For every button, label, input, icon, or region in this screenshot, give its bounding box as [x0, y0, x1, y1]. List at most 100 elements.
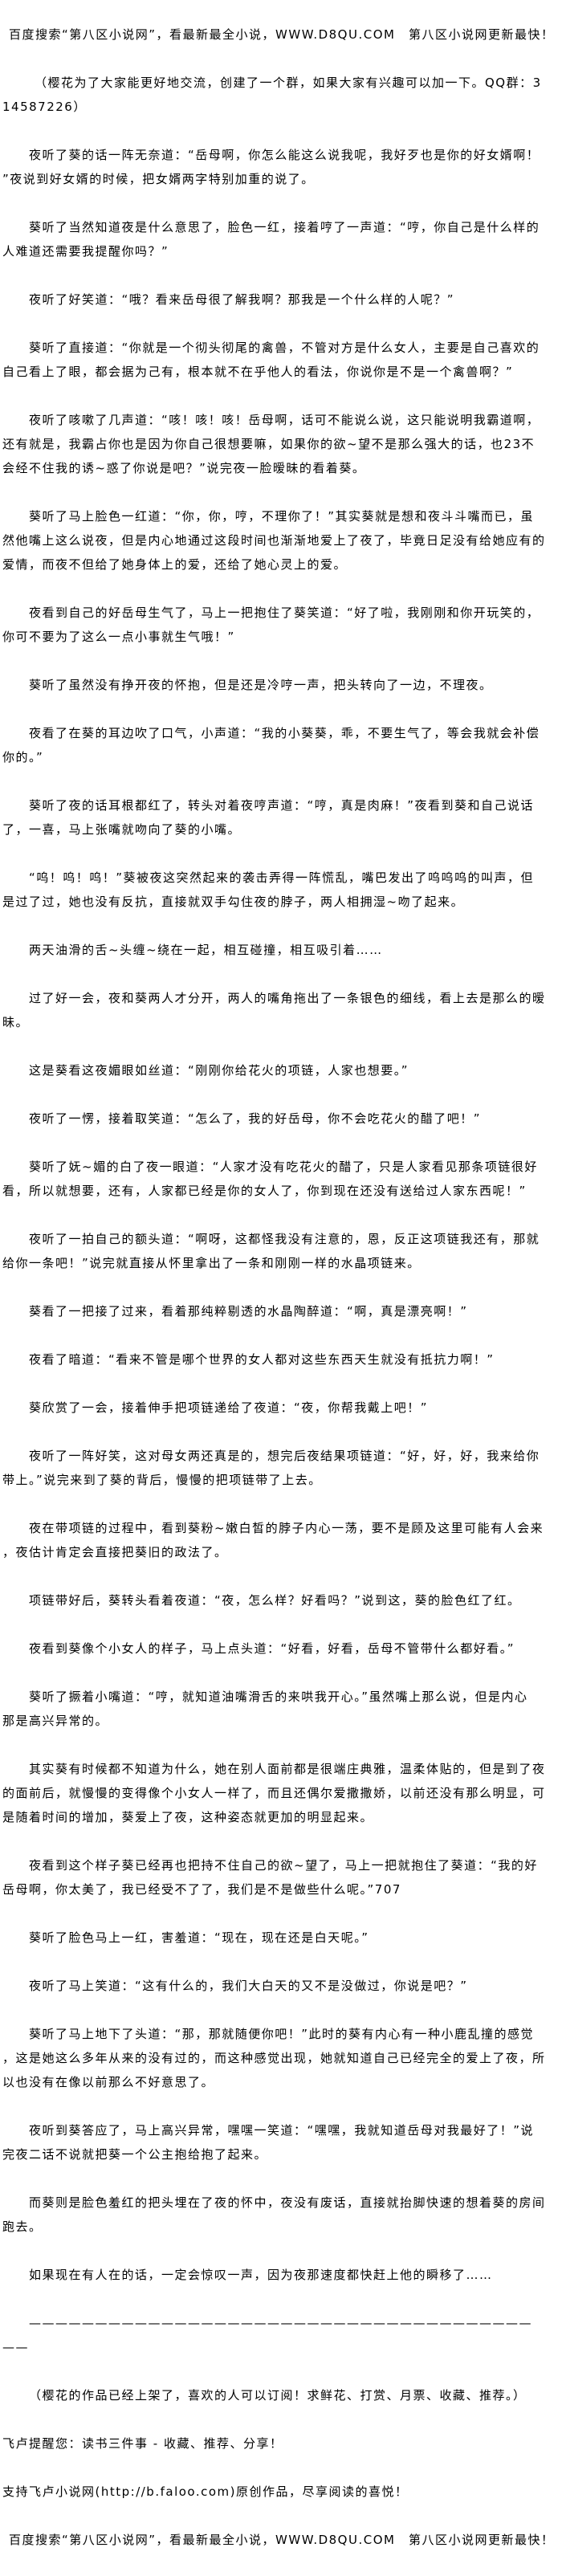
paragraph: 夜看到葵像个小女人的样子，马上点头道：“好看，好看，岳母不管带什么都好看。” [2, 1636, 562, 1661]
paragraph-line: 葵听了马上地下了头道：“那，那就随便你吧！”此时的葵有内心有一种小鹿乱撞的感觉 [29, 2027, 535, 2041]
paragraph: 夜看了在葵的耳边吹了口气，小声道：“我的小葵葵，乖，不要生气了，等会我就会补偿你… [2, 721, 562, 769]
paragraph-line: 是随着时间的增加，葵爱上了夜，这种姿态就更加的明显起来。 [2, 1810, 374, 1824]
paragraph: 两天油滑的舌~头缠~绕在一起，相互碰撞，相互吸引着…… [2, 938, 562, 962]
paragraph-line: 夜听了一拍自己的额头道：“啊呀，这都怪我没有注意的，恩，反正这项链我还有，那就 [29, 1232, 540, 1246]
paragraph-line: ，夜估计肯定会直接把葵旧的政法了。 [2, 1545, 228, 1559]
paragraph-line: 会经不住我的诱~惑了你说是吧？”说完夜一脸暧昧的看着葵。 [2, 461, 366, 475]
paragraph: 夜听了马上笑道：“这有什么的，我们大白天的又不是没做过，你说是吧？” [2, 1974, 562, 1998]
paragraph: 夜听了一拍自己的额头道：“啊呀，这都怪我没有注意的，恩，反正这项链我还有，那就给… [2, 1227, 562, 1275]
paragraph-line: 夜看到这个样子葵已经再也把持不住自己的欲~望了，马上一把就抱住了葵道：“我的好 [29, 1858, 538, 1873]
paragraph-line: 完夜二话不说就把葵一个公主抱给抱了起来。 [2, 2147, 268, 2162]
paragraph: 葵听了夜的话耳根都红了，转头对着夜哼声道：“哼，真是肉麻！”夜看到葵和自己说话了… [2, 793, 562, 842]
paragraph-line: 了，一喜，马上张嘴就吻向了葵的小嘴。 [2, 822, 242, 837]
paragraph-line: 而葵则是脸色羞红的把头埋在了夜的怀中，夜没有废话，直接就抬脚快速的想着葵的房间 [29, 2195, 546, 2210]
paragraph-line: 项链带好后，葵转头看着夜道：“夜，怎么样？好看吗？”说到这，葵的脸色红了红。 [29, 1593, 521, 1608]
paragraph-line: 葵欣赏了一会，接着伸手把项链递给了夜道：“夜，你帮我戴上吧！” [29, 1400, 429, 1415]
paragraph-line: 爱情，而夜不但给了她身体上的爱，还给了她心灵上的爱。 [2, 557, 348, 572]
paragraph-line: 其实葵有时候都不知道为什么，她在别人面前都是很端庄典雅，温柔体贴的，但是到了夜 [29, 1762, 546, 1776]
paragraph-line: 葵看了一把接了过来，看着那纯粹剔透的水晶陶醉道：“啊，真是漂亮啊！” [29, 1304, 468, 1319]
paragraph: 葵欣赏了一会，接着伸手把项链递给了夜道：“夜，你帮我戴上吧！” [2, 1396, 562, 1420]
paragraph: 其实葵有时候都不知道为什么，她在别人面前都是很端庄典雅，温柔体贴的，但是到了夜的… [2, 1757, 562, 1829]
paragraph: 葵听了马上脸色一红道：“你，你，哼，不理你了！”其实葵就是想和夜斗斗嘴而已，虽然… [2, 504, 562, 577]
paragraph-line: 夜听了马上笑道：“这有什么的，我们大白天的又不是没做过，你说是吧？” [29, 1979, 468, 1993]
paragraph-line: 以也没有在像以前那么不好意思了。 [2, 2075, 215, 2089]
paragraph-line: 葵听了撅着小嘴道：“哼，就知道油嘴滑舌的来哄我开心。”虽然嘴上那么说，但是内心 [29, 1689, 528, 1704]
paragraph-line: 是过了过，她也没有反抗，直接就双手勾住夜的脖子，两人相拥湿~吻了起来。 [2, 895, 465, 909]
paragraph: 夜看到自己的好岳母生气了，马上一把抱住了葵笑道：“好了啦，我刚刚和你开玩笑的， 你… [2, 601, 562, 649]
paragraph-line: 葵听了妩~媚的白了夜一眼道：“人家才没有吃花火的醋了，只是人家看见那条项链很好 [29, 1160, 538, 1174]
paragraph: ———————————————————————————————————————— [2, 2311, 562, 2359]
paragraph-line: 还有就是，我霸占你也是因为你自己很想要嘛，如果你的欲~望不是那么强大的话，也23… [2, 437, 536, 451]
paragraph-line: 跑去。 [2, 2219, 43, 2234]
notice-line: 14587226） [2, 100, 87, 114]
site-banner-bottom: 百度搜索“第八区小说网”，看最新最全小说，WWW.D8QU.COM 第八区小说网… [2, 2528, 562, 2552]
paragraph-line: 夜看到自己的好岳母生气了，马上一把抱住了葵笑道：“好了啦，我刚刚和你开玩笑的， [29, 605, 540, 620]
paragraph: 项链带好后，葵转头看着夜道：“夜，怎么样？好看吗？”说到这，葵的脸色红了红。 [2, 1588, 562, 1612]
paragraph-line: 夜听了葵的话一阵无奈道：“岳母啊，你怎么能这么说我呢，我好歹也是你的好女婿啊！ [29, 148, 540, 162]
paragraph-line: 那是高兴异常的。 [2, 1714, 109, 1728]
site-banner-top: 百度搜索“第八区小说网”，看最新最全小说，WWW.D8QU.COM 第八区小说网… [2, 22, 562, 47]
footer-reminder-text: 飞卢提醒您：读书三件事 - 收藏、推荐、分享！ [2, 2436, 283, 2451]
paragraph: 夜听了一阵好笑，这对母女两还真是的，想完后夜结果项链道：“好，好，好，我来给你带… [2, 1444, 562, 1492]
paragraph: 夜看了暗道：“看来不管是哪个世界的女人都对这些东西天生就没有抵抗力啊！” [2, 1347, 562, 1372]
paragraph-line: 夜在带项链的过程中，看到葵粉~嫩白皙的脖子内心一荡，要不是顾及这里可能有人会来 [29, 1521, 544, 1535]
paragraph: 如果现在有人在的话，一定会惊叹一声，因为夜那速度都快赶上他的瞬移了…… [2, 2263, 562, 2287]
paragraph: 葵听了当然知道夜是什么意思了，脸色一红，接着哼了一声道：“哼，你自己是什么样的人… [2, 215, 562, 263]
paragraph: 葵听了脸色马上一红，害羞道：“现在，现在还是白天呢。” [2, 1926, 562, 1950]
paragraph: 葵听了撅着小嘴道：“哼，就知道油嘴滑舌的来哄我开心。”虽然嘴上那么说，但是内心那… [2, 1685, 562, 1733]
paragraph-line: 葵听了直接道：“你就是一个彻头彻尾的禽兽，不管对方是什么女人，主要是自己喜欢的 [29, 340, 540, 355]
paragraph-line: 葵听了马上脸色一红道：“你，你，哼，不理你了！”其实葵就是想和夜斗斗嘴而已，虽 [29, 509, 535, 524]
paragraph: 这是葵看这夜媚眼如丝道：“刚刚你给花火的项链，人家也想要。” [2, 1058, 562, 1082]
paragraph: 葵听了直接道：“你就是一个彻头彻尾的禽兽，不管对方是什么女人，主要是自己喜欢的自… [2, 336, 562, 384]
paragraph: “呜！呜！呜！”葵被夜这突然起来的袭击弄得一阵慌乱，嘴巴发出了呜呜呜的叫声，但是… [2, 866, 562, 914]
paragraph-line: 夜看到葵像个小女人的样子，马上点头道：“好看，好看，岳母不管带什么都好看。” [29, 1641, 515, 1656]
footer-support-text: 支持飞卢小说网(http://b.faloo.com)原创作品，尽享阅读的喜悦！ [2, 2484, 409, 2499]
paragraph: 夜在带项链的过程中，看到葵粉~嫩白皙的脖子内心一荡，要不是顾及这里可能有人会来 ，… [2, 1516, 562, 1564]
paragraph-line: —————————————————————————————————————— [29, 2316, 532, 2330]
paragraph: 夜听了好笑道：“哦？看来岳母很了解我啊？那我是一个什么样的人呢？” [2, 287, 562, 312]
paragraph-line: 过了好一会，夜和葵两人才分开，两人的嘴角拖出了一条银色的细线，看上去是那么的暧 [29, 991, 546, 1005]
paragraph-line: “呜！呜！呜！”葵被夜这突然起来的袭击弄得一阵慌乱，嘴巴发出了呜呜呜的叫声，但 [29, 870, 535, 885]
paragraph: 夜听了咳嗽了几声道：“咳！咳！咳！岳母啊，话可不能说么说，这只能说明我霸道啊， 还… [2, 408, 562, 480]
paragraph-line: 葵听了当然知道夜是什么意思了，脸色一红，接着哼了一声道：“哼，你自己是什么样的 [29, 220, 540, 234]
author-notice: （樱花为了大家能更好地交流，创建了一个群，如果大家有兴趣可以加一下。QQ群：3 … [2, 71, 562, 119]
paragraph-line: 夜听了一愣，接着取笑道：“怎么了，我的好岳母，你不会吃花火的醋了吧！” [29, 1111, 482, 1126]
paragraph-line: 葵听了夜的话耳根都红了，转头对着夜哼声道：“哼，真是肉麻！”夜看到葵和自己说话 [29, 798, 535, 813]
paragraph-line: 你可不要为了这么一点小事就生气哦！” [2, 630, 235, 644]
paragraph-line: 人难道还需要我提醒你吗？” [2, 244, 169, 259]
paragraph-line: 带上。”说完来到了葵的背后，慢慢的把项链带了上去。 [2, 1473, 322, 1487]
paragraph-line: 昧。 [2, 1015, 30, 1029]
paragraph: 夜听了一愣，接着取笑道：“怎么了，我的好岳母，你不会吃花火的醋了吧！” [2, 1107, 562, 1131]
footer-support: 支持飞卢小说网(http://b.faloo.com)原创作品，尽享阅读的喜悦！ [2, 2480, 562, 2504]
paragraph: 过了好一会，夜和葵两人才分开，两人的嘴角拖出了一条银色的细线，看上去是那么的暧昧… [2, 986, 562, 1034]
paragraph-line: 看，所以就想要，还有，人家都已经是你的女人了，你到现在还没有送给过人家东西呢！” [2, 1184, 527, 1198]
chapter-document: 百度搜索“第八区小说网”，看最新最全小说，WWW.D8QU.COM 第八区小说网… [2, 22, 562, 2576]
notice-line: （樱花为了大家能更好地交流，创建了一个群，如果大家有兴趣可以加一下。QQ群：3 [35, 75, 542, 90]
paragraph: 夜看到这个样子葵已经再也把持不住自己的欲~望了，马上一把就抱住了葵道：“我的好岳… [2, 1853, 562, 1901]
paragraph-line: 你的。” [2, 750, 44, 764]
paragraph-line: 给你一条吧！”说完就直接从怀里拿出了一条和刚刚一样的水晶项链来。 [2, 1256, 421, 1270]
paragraph: 夜听到葵答应了，马上高兴异常，嘿嘿一笑道：“嘿嘿，我就知道岳母对我最好了！”说完… [2, 2118, 562, 2166]
paragraph-line: 夜听了咳嗽了几声道：“咳！咳！咳！岳母啊，话可不能说么说，这只能说明我霸道啊， [29, 413, 540, 427]
paragraph-line: 夜听了一阵好笑，这对母女两还真是的，想完后夜结果项链道：“好，好，好，我来给你 [29, 1449, 540, 1463]
paragraph-line: 夜看了暗道：“看来不管是哪个世界的女人都对这些东西天生就没有抵抗力啊！” [29, 1352, 495, 1367]
footer-reminder: 飞卢提醒您：读书三件事 - 收藏、推荐、分享！ [2, 2431, 562, 2456]
paragraph-line: 夜听到葵答应了，马上高兴异常，嘿嘿一笑道：“嘿嘿，我就知道岳母对我最好了！”说 [29, 2123, 535, 2138]
chapter-body: 夜听了葵的话一阵无奈道：“岳母啊，你怎么能这么说我呢，我好歹也是你的好女婿啊！ ”… [2, 143, 562, 2407]
paragraph: 而葵则是脸色羞红的把头埋在了夜的怀中，夜没有废话，直接就抬脚快速的想着葵的房间跑… [2, 2191, 562, 2239]
paragraph-line: 然他嘴上这么说夜，但是内心地通过这段时间也渐渐地爱上了夜了，毕竟日足没有给她应有… [2, 533, 546, 548]
paragraph-line: 两天油滑的舌~头缠~绕在一起，相互碰撞，相互吸引着…… [29, 943, 383, 957]
paragraph: 夜听了葵的话一阵无奈道：“岳母啊，你怎么能这么说我呢，我好歹也是你的好女婿啊！ ”… [2, 143, 562, 191]
paragraph-line: 如果现在有人在的话，一定会惊叹一声，因为夜那速度都快赶上他的瞬移了…… [29, 2268, 493, 2282]
paragraph: 葵看了一把接了过来，看着那纯粹剔透的水晶陶醉道：“啊，真是漂亮啊！” [2, 1299, 562, 1323]
paragraph-line: ，这是她这么多年从来的没有过的，而这种感觉出现，她就知道自己已经完全的爱上了夜，… [2, 2051, 546, 2065]
paragraph-line: 夜看了在葵的耳边吹了口气，小声道：“我的小葵葵，乖，不要生气了，等会我就会补偿 [29, 726, 540, 740]
paragraph-line: ”夜说到好女婿的时候，把女婿两字特别加重的说了。 [2, 172, 315, 186]
paragraph-line: 葵听了虽然没有挣开夜的怀抱，但是还是冷哼一声，把头转向了一边，不理夜。 [29, 678, 493, 692]
paragraph-line: 夜听了好笑道：“哦？看来岳母很了解我啊？那我是一个什么样的人呢？” [29, 292, 455, 307]
paragraph: 葵听了妩~媚的白了夜一眼道：“人家才没有吃花火的醋了，只是人家看见那条项链很好看… [2, 1155, 562, 1203]
paragraph-line: 的面前后，就慢慢的变得像个小女人一样了，而且还偶尔爱撒撒娇，以前还没有那么明显，… [2, 1786, 546, 1800]
paragraph: 葵听了马上地下了头道：“那，那就随便你吧！”此时的葵有内心有一种小鹿乱撞的感觉 ，… [2, 2022, 562, 2094]
paragraph-line: （樱花的作品已经上架了，喜欢的人可以订阅！求鲜花、打赏、月票、收藏、推荐。） [29, 2388, 527, 2403]
paragraph-line: 岳母啊，你太美了，我已经受不了了，我们是不是做些什么呢。”707 [2, 1882, 401, 1897]
